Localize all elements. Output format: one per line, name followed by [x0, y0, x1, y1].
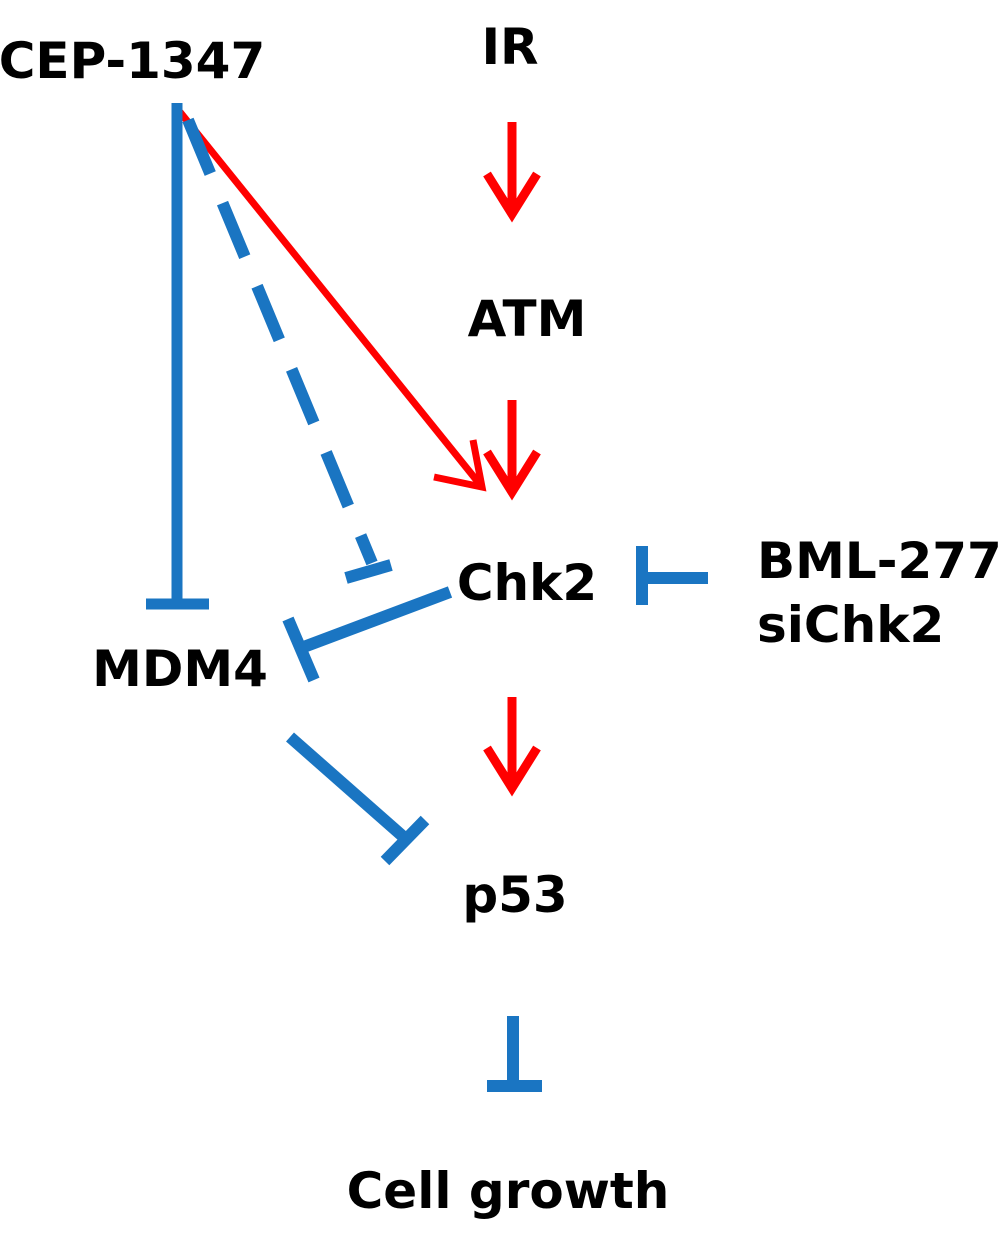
edge-ir-atm [483, 122, 541, 223]
edge-p53-cellgrowth [487, 1016, 542, 1092]
edge-bml277-chk2 [636, 546, 708, 605]
edge-chk2-p53 [483, 697, 541, 797]
node-sichk2: siChk2 [757, 596, 944, 654]
node-cep1347: CEP-1347 [0, 32, 265, 90]
node-atm: ATM [468, 290, 587, 348]
node-mdm4: MDM4 [92, 640, 268, 698]
node-p53: p53 [462, 866, 567, 924]
edge-cep1347-mdm4 [146, 103, 209, 610]
node-chk2: Chk2 [457, 554, 597, 612]
node-ir: IR [481, 18, 538, 76]
node-cell-growth: Cell growth [347, 1162, 670, 1220]
node-bml277: BML-277 [757, 532, 1000, 590]
edge-cep1347-chk2-mdm4-dashed [182, 117, 393, 584]
edge-mdm4-p53 [286, 732, 430, 866]
edge-chk2-mdm4 [282, 586, 453, 683]
edge-atm-chk2 [483, 400, 541, 501]
edge-cep1347-chk2 [177, 109, 487, 492]
